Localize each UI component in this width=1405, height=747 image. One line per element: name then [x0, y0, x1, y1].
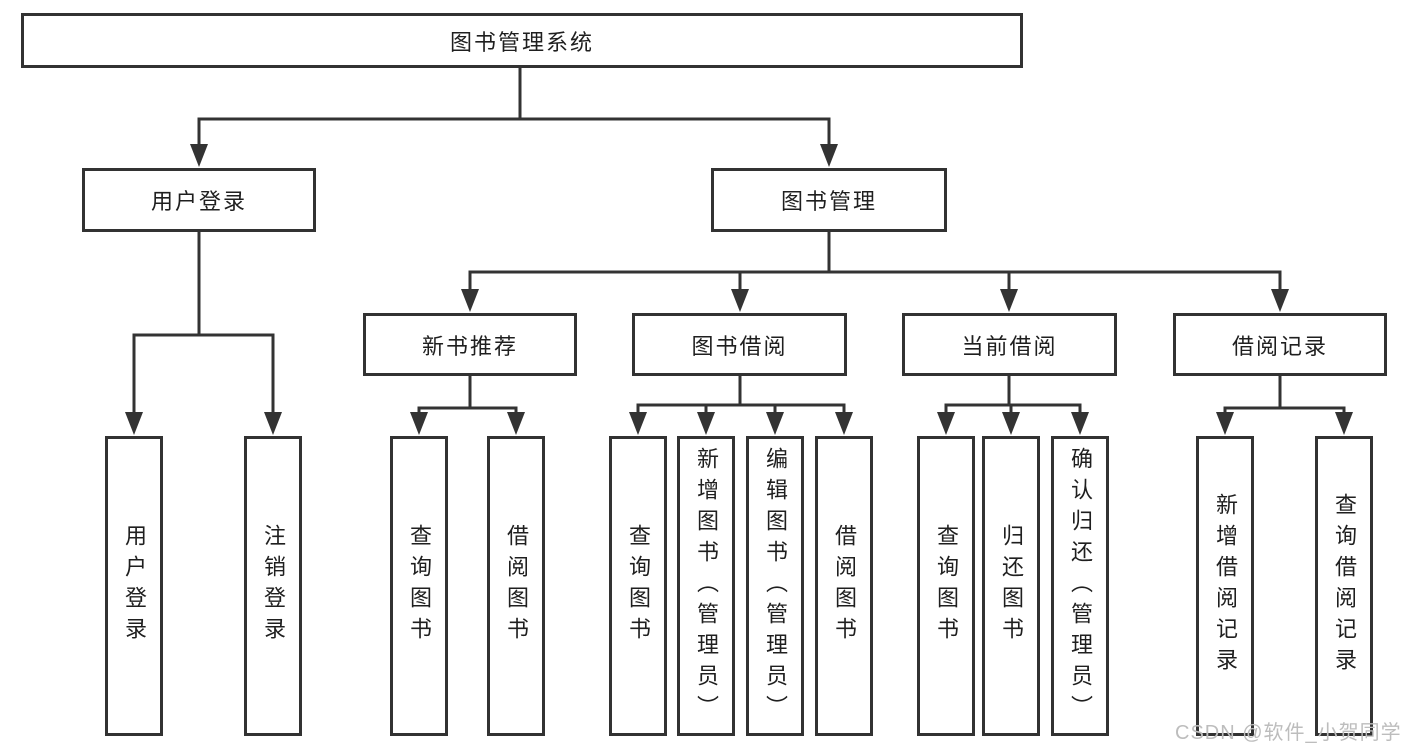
node-book-management-label: 图书管理: [780, 189, 877, 214]
leaf-add-borrow-record-label: 新增借阅记录: [1213, 493, 1238, 679]
leaf-borrow-books-recommend-label: 借阅图书: [504, 524, 529, 648]
leaf-query-books-recommend-label: 查询图书: [407, 524, 432, 648]
leaf-query-books-borrow-label: 查询图书: [626, 524, 651, 648]
leaf-logout: 注销登录: [244, 436, 302, 736]
leaf-query-borrow-record: 查询借阅记录: [1315, 436, 1373, 736]
leaf-user-login-label: 用户登录: [122, 524, 147, 648]
node-borrowing-records: 借阅记录: [1173, 313, 1387, 376]
leaf-borrow-books-label: 借阅图书: [832, 524, 857, 648]
leaf-edit-book-admin-label: 编辑图书（管理员）: [763, 446, 788, 726]
node-new-book-recommendation: 新书推荐: [363, 313, 577, 376]
leaf-query-books-current-label: 查询图书: [934, 524, 959, 648]
leaf-query-books-recommend: 查询图书: [390, 436, 448, 736]
node-current-borrowing: 当前借阅: [902, 313, 1117, 376]
watermark: CSDN @软件_小贺同学: [1175, 722, 1402, 744]
node-new-book-recommendation-label: 新书推荐: [421, 333, 518, 359]
node-book-management: 图书管理: [711, 168, 947, 232]
node-borrowing-records-label: 借阅记录: [1231, 333, 1328, 359]
node-user-login: 用户登录: [82, 168, 316, 232]
leaf-edit-book-admin: 编辑图书（管理员）: [746, 436, 804, 736]
leaf-query-borrow-record-label: 查询借阅记录: [1332, 493, 1357, 679]
leaf-logout-label: 注销登录: [261, 524, 286, 648]
leaf-confirm-return-admin-label: 确认归还（管理员）: [1068, 446, 1093, 726]
leaf-query-books-borrow: 查询图书: [609, 436, 667, 736]
node-book-borrowing: 图书借阅: [632, 313, 847, 376]
node-library-system-label: 图书管理系统: [449, 29, 594, 55]
leaf-return-book-label: 归还图书: [999, 524, 1024, 648]
leaf-borrow-books-recommend: 借阅图书: [487, 436, 545, 736]
leaf-confirm-return-admin: 确认归还（管理员）: [1051, 436, 1109, 736]
leaf-add-borrow-record: 新增借阅记录: [1196, 436, 1254, 736]
leaf-add-book-admin-label: 新增图书（管理员）: [694, 446, 719, 726]
node-library-system: 图书管理系统: [21, 13, 1023, 68]
leaf-add-book-admin: 新增图书（管理员）: [677, 436, 735, 736]
leaf-borrow-books: 借阅图书: [815, 436, 873, 736]
node-book-borrowing-label: 图书借阅: [691, 333, 788, 359]
leaf-user-login: 用户登录: [105, 436, 163, 736]
leaf-return-book: 归还图书: [982, 436, 1040, 736]
node-current-borrowing-label: 当前借阅: [961, 333, 1058, 359]
node-user-login-label: 用户登录: [150, 189, 247, 214]
leaf-query-books-current: 查询图书: [917, 436, 975, 736]
